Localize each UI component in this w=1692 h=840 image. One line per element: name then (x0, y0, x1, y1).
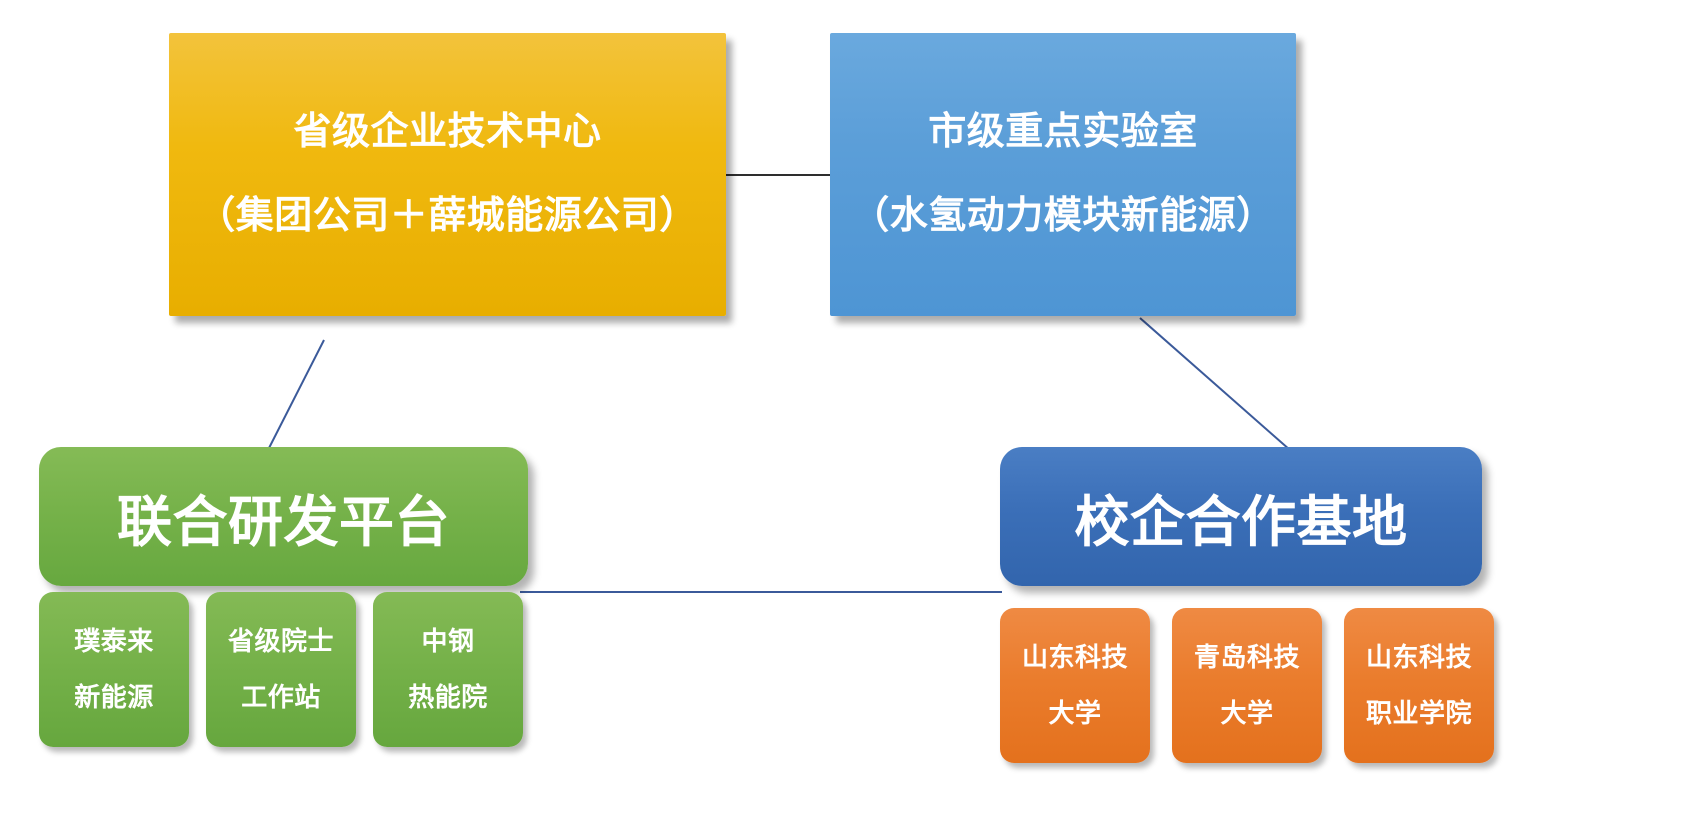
node-municipal-key-laboratory[interactable]: 市级重点实验室 （水氢动力模块新能源） (830, 33, 1296, 316)
chip-label-line2: 工作站 (241, 681, 321, 712)
node-title-line2: （水氢动力模块新能源） (851, 194, 1275, 237)
chip-label-line1: 中钢 (421, 625, 475, 656)
chip-label-line2: 新能源 (74, 681, 154, 712)
chip-shandong-university-of-science-and-technology[interactable]: 山东科技 大学 (1000, 608, 1150, 763)
chip-label-line1: 山东科技 (1365, 641, 1472, 672)
node-provincial-enterprise-tech-center[interactable]: 省级企业技术中心 （集团公司＋薛城能源公司） (169, 33, 726, 316)
chip-label-line1: 璞泰来 (74, 625, 154, 656)
node-title-line1: 市级重点实验室 (928, 111, 1198, 153)
connector-lab-to-base (1139, 317, 1291, 451)
chip-putailai-new-energy[interactable]: 璞泰来 新能源 (39, 592, 189, 747)
chip-label-line2: 大学 (1048, 697, 1102, 728)
node-title-line1: 省级企业技术中心 (293, 111, 602, 153)
node-title: 联合研发平台 (116, 490, 450, 553)
node-title: 校企合作基地 (1074, 490, 1408, 553)
chip-shandong-vocational-college-of-science-and-technology[interactable]: 山东科技 职业学院 (1344, 608, 1494, 763)
node-title-line2: （集团公司＋薛城能源公司） (197, 194, 698, 237)
node-joint-rd-platform[interactable]: 联合研发平台 (39, 447, 528, 586)
chip-label-line1: 青岛科技 (1193, 641, 1300, 672)
chip-label-line1: 省级院士 (227, 625, 334, 656)
chip-label-line2: 大学 (1220, 697, 1274, 728)
chip-label-line1: 山东科技 (1021, 641, 1128, 672)
chip-zhonggang-thermal-energy-institute[interactable]: 中钢 热能院 (373, 592, 523, 747)
chip-provincial-academician-workstation[interactable]: 省级院士 工作站 (206, 592, 356, 747)
connector-center-to-platform (267, 339, 325, 451)
node-school-enterprise-cooperation-base[interactable]: 校企合作基地 (1000, 447, 1482, 586)
chip-label-line2: 热能院 (408, 681, 488, 712)
chip-label-line2: 职业学院 (1365, 697, 1472, 728)
chip-qingdao-university-of-science-and-technology[interactable]: 青岛科技 大学 (1172, 608, 1322, 763)
